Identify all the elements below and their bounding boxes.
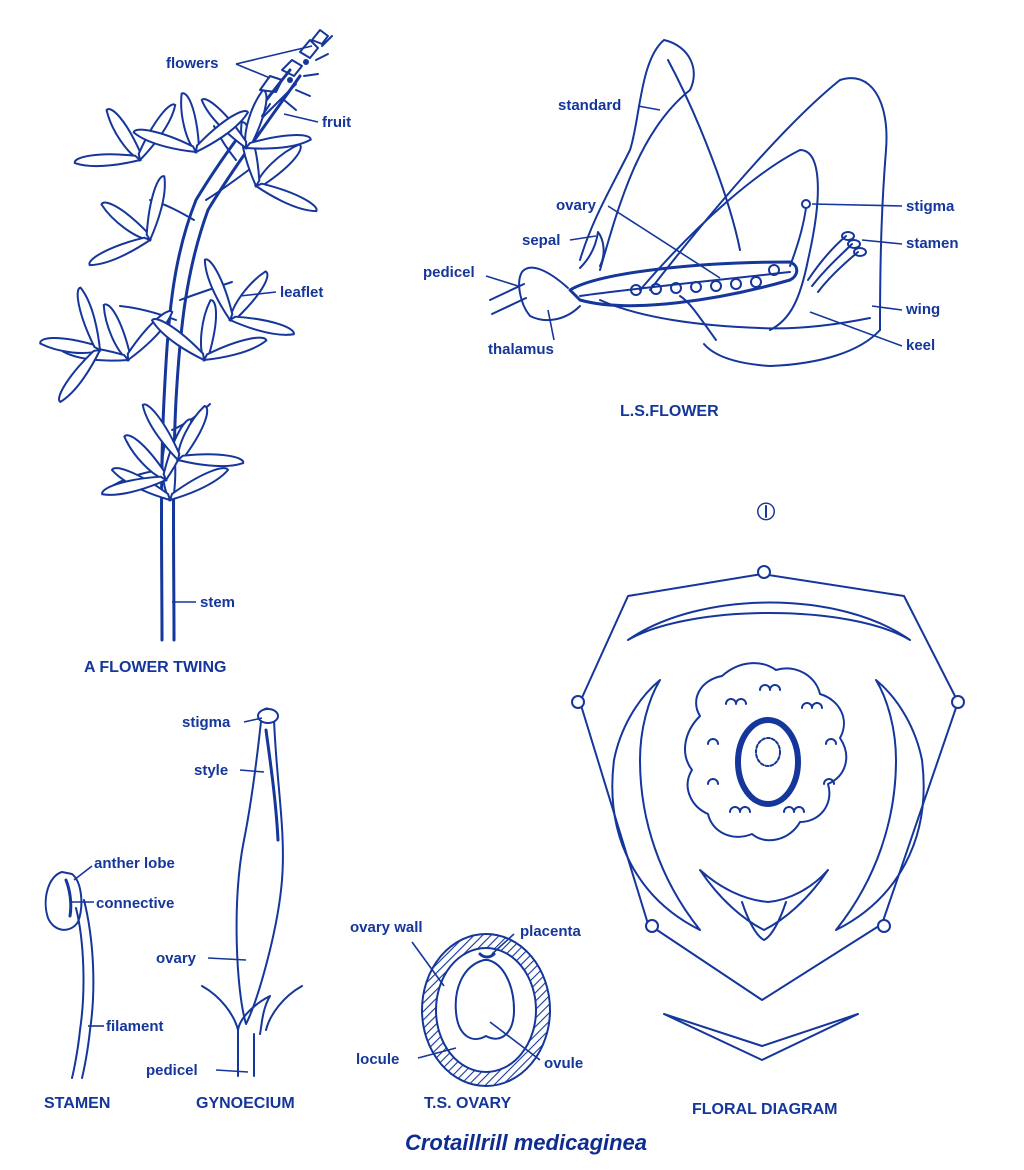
label-ovary-gyn: ovary (156, 950, 197, 967)
label-leaflet: leaflet (280, 284, 323, 301)
label-keel: keel (906, 337, 935, 354)
gynoecium: stigma style ovary pedicel GYNOECIUM (146, 707, 303, 1112)
label-fruit: fruit (322, 114, 351, 131)
floral-diagram: ⦶ FLORAL DIAGRAM (571, 496, 965, 1118)
label-wing: wing (905, 301, 940, 318)
label-sepal: sepal (522, 232, 560, 249)
zygomorphic-symbol: ⦶ (757, 496, 776, 526)
label-anther-lobe: anther lobe (94, 855, 175, 872)
stamen-detail: anther lobe connective filament STAMEN (44, 855, 175, 1112)
label-style: style (194, 762, 228, 779)
ts-ovary: ovary wall placenta locule ovule T.S. OV… (350, 919, 583, 1112)
label-connective: connective (96, 895, 174, 912)
label-stigma-ls: stigma (906, 198, 955, 215)
label-flowers: flowers (166, 55, 219, 72)
caption-floral-diagram: FLORAL DIAGRAM (692, 1101, 837, 1118)
caption-ls-flower: L.S.FLOWER (620, 403, 719, 420)
label-ovule: ovule (544, 1055, 583, 1072)
label-stem: stem (200, 594, 235, 611)
label-stigma-gyn: stigma (182, 714, 231, 731)
caption-ts-ovary: T.S. OVARY (424, 1095, 511, 1112)
label-standard: standard (558, 97, 621, 114)
caption-stamen: STAMEN (44, 1095, 110, 1112)
plate-title: Crotaillrill medicaginea (405, 1130, 647, 1155)
label-filament: filament (106, 1018, 164, 1035)
label-locule: locule (356, 1051, 399, 1068)
label-stamen-ls: stamen (906, 235, 959, 252)
flower-twig: flowers fruit leaflet stem A FLOWER TWIN… (29, 29, 351, 676)
label-thalamus: thalamus (488, 341, 554, 358)
label-pedicel-gyn: pedicel (146, 1062, 198, 1079)
label-ovary-ls: ovary (556, 197, 597, 214)
ls-flower: standard ovary sepal pedicel thalamus st… (423, 39, 959, 420)
label-pedicel-ls: pedicel (423, 264, 475, 281)
caption-gynoecium: GYNOECIUM (196, 1095, 295, 1112)
label-ovary-wall: ovary wall (350, 919, 423, 936)
label-placenta: placenta (520, 923, 582, 940)
caption-flower-twig: A FLOWER TWING (84, 659, 227, 676)
